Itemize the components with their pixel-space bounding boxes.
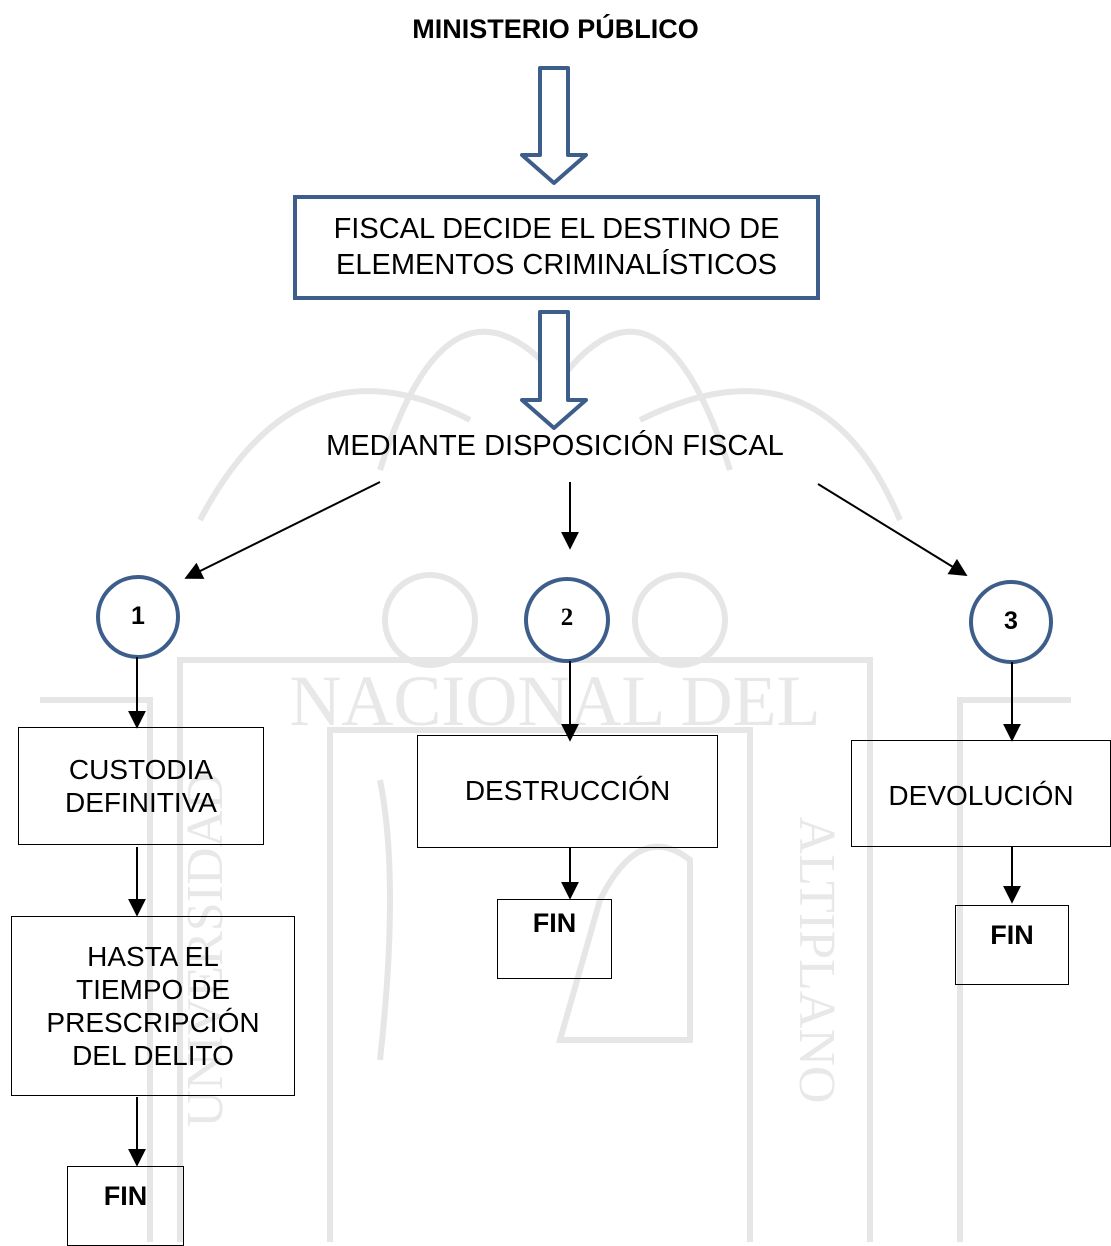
destruccion-label: DESTRUCCIÓN [464,775,671,806]
branch-2-end-box: FIN [497,899,612,979]
prescription-line-3: PRESCRIPCIÓN [46,1007,260,1038]
arrow-to-branch-3 [817,483,968,576]
prescription-line-2: TIEMPO DE [75,973,230,1005]
block-arrow-top [520,66,588,185]
disposition-label: MEDIANTE DISPOSICIÓN FISCAL [326,430,784,462]
custodia-line-2: DEFINITIVA [65,787,217,818]
fiscal-decision-line-1: FISCAL DECIDE EL DESTINO DE [333,213,780,246]
arrow-to-branch-1 [184,481,381,579]
branch-3-number: 3 [1004,607,1018,635]
block-arrow-middle [520,310,588,430]
devolucion-box: DEVOLUCIÓN [851,740,1111,847]
prescription-line-1: HASTA EL [87,940,219,972]
diagram-title: MINISTERIO PÚBLICO [412,14,699,44]
fiscal-decision-line-2: ELEMENTOS CRIMINALÍSTICOS [336,248,777,281]
destruccion-box: DESTRUCCIÓN [417,735,718,848]
custodia-line-1: CUSTODIA [68,753,214,785]
devolucion-label: DEVOLUCIÓN [888,780,1074,811]
prescription-box: HASTA EL TIEMPO DE PRESCRIPCIÓN DEL DELI… [11,916,295,1096]
branch-1-number: 1 [131,602,145,630]
branch-3-end-box: FIN [955,905,1069,985]
branch-1-end-box: FIN [67,1166,184,1246]
branch-2-circle [524,577,610,663]
branch-2-number: 2 [560,604,574,631]
fiscal-decision-box: FISCAL DECIDE EL DESTINO DE ELEMENTOS CR… [293,195,820,300]
custodia-definitiva-box: CUSTODIA DEFINITIVA [18,727,264,845]
prescription-line-4: DEL DELITO [72,1040,234,1072]
